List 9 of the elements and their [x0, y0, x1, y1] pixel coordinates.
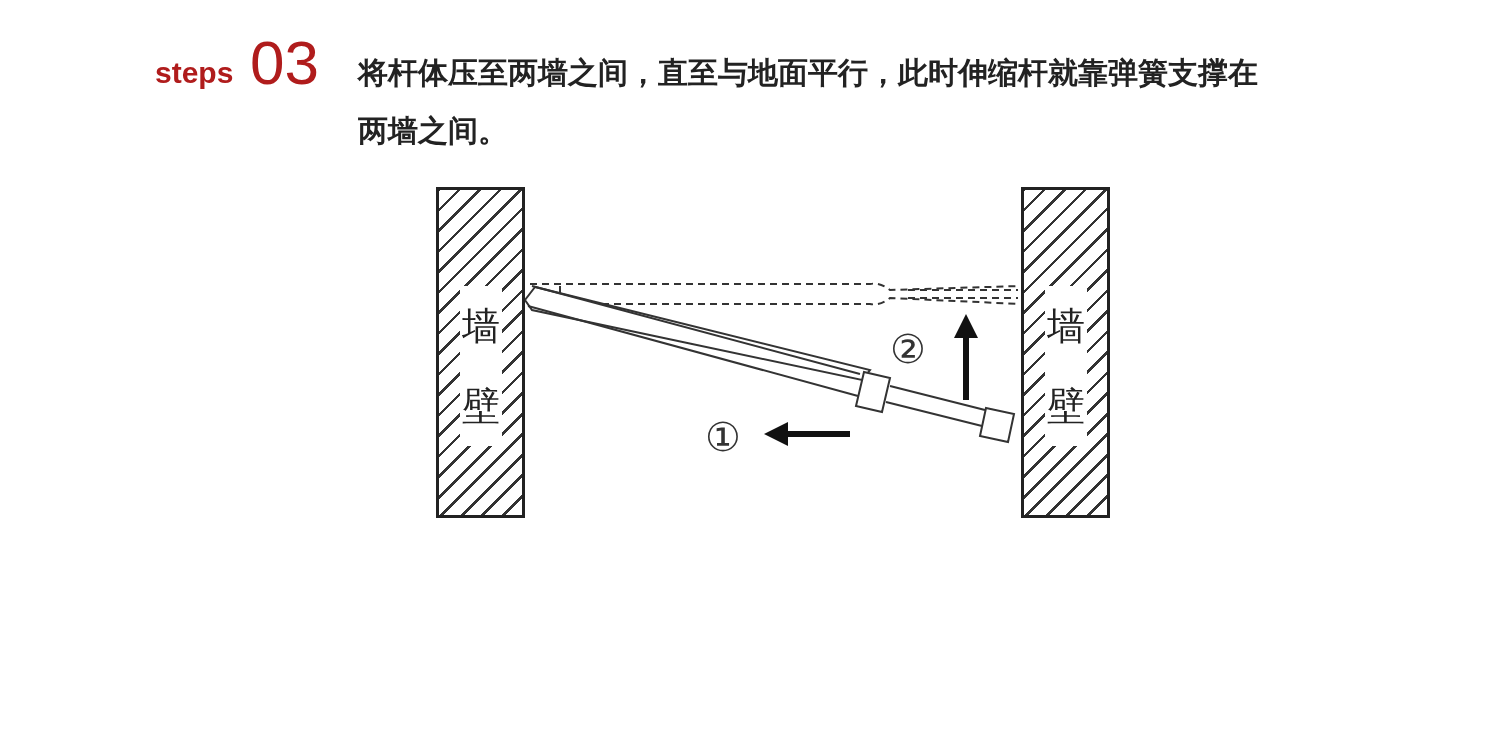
- wall-label: 墙壁: [459, 286, 502, 446]
- hatched-wall: [436, 187, 525, 518]
- wall-label: 墙壁: [1044, 286, 1087, 446]
- hatched-wall: [1021, 187, 1110, 518]
- step-label: steps: [155, 56, 234, 90]
- step-number: ①: [705, 414, 741, 460]
- step-number: 03: [250, 28, 319, 98]
- instruction-text: 将杆体压至两墙之间，直至与地面平行，此时伸缩杆就靠弹簧支撑在两墙之间。: [358, 54, 1259, 150]
- step-number: ②: [890, 326, 926, 372]
